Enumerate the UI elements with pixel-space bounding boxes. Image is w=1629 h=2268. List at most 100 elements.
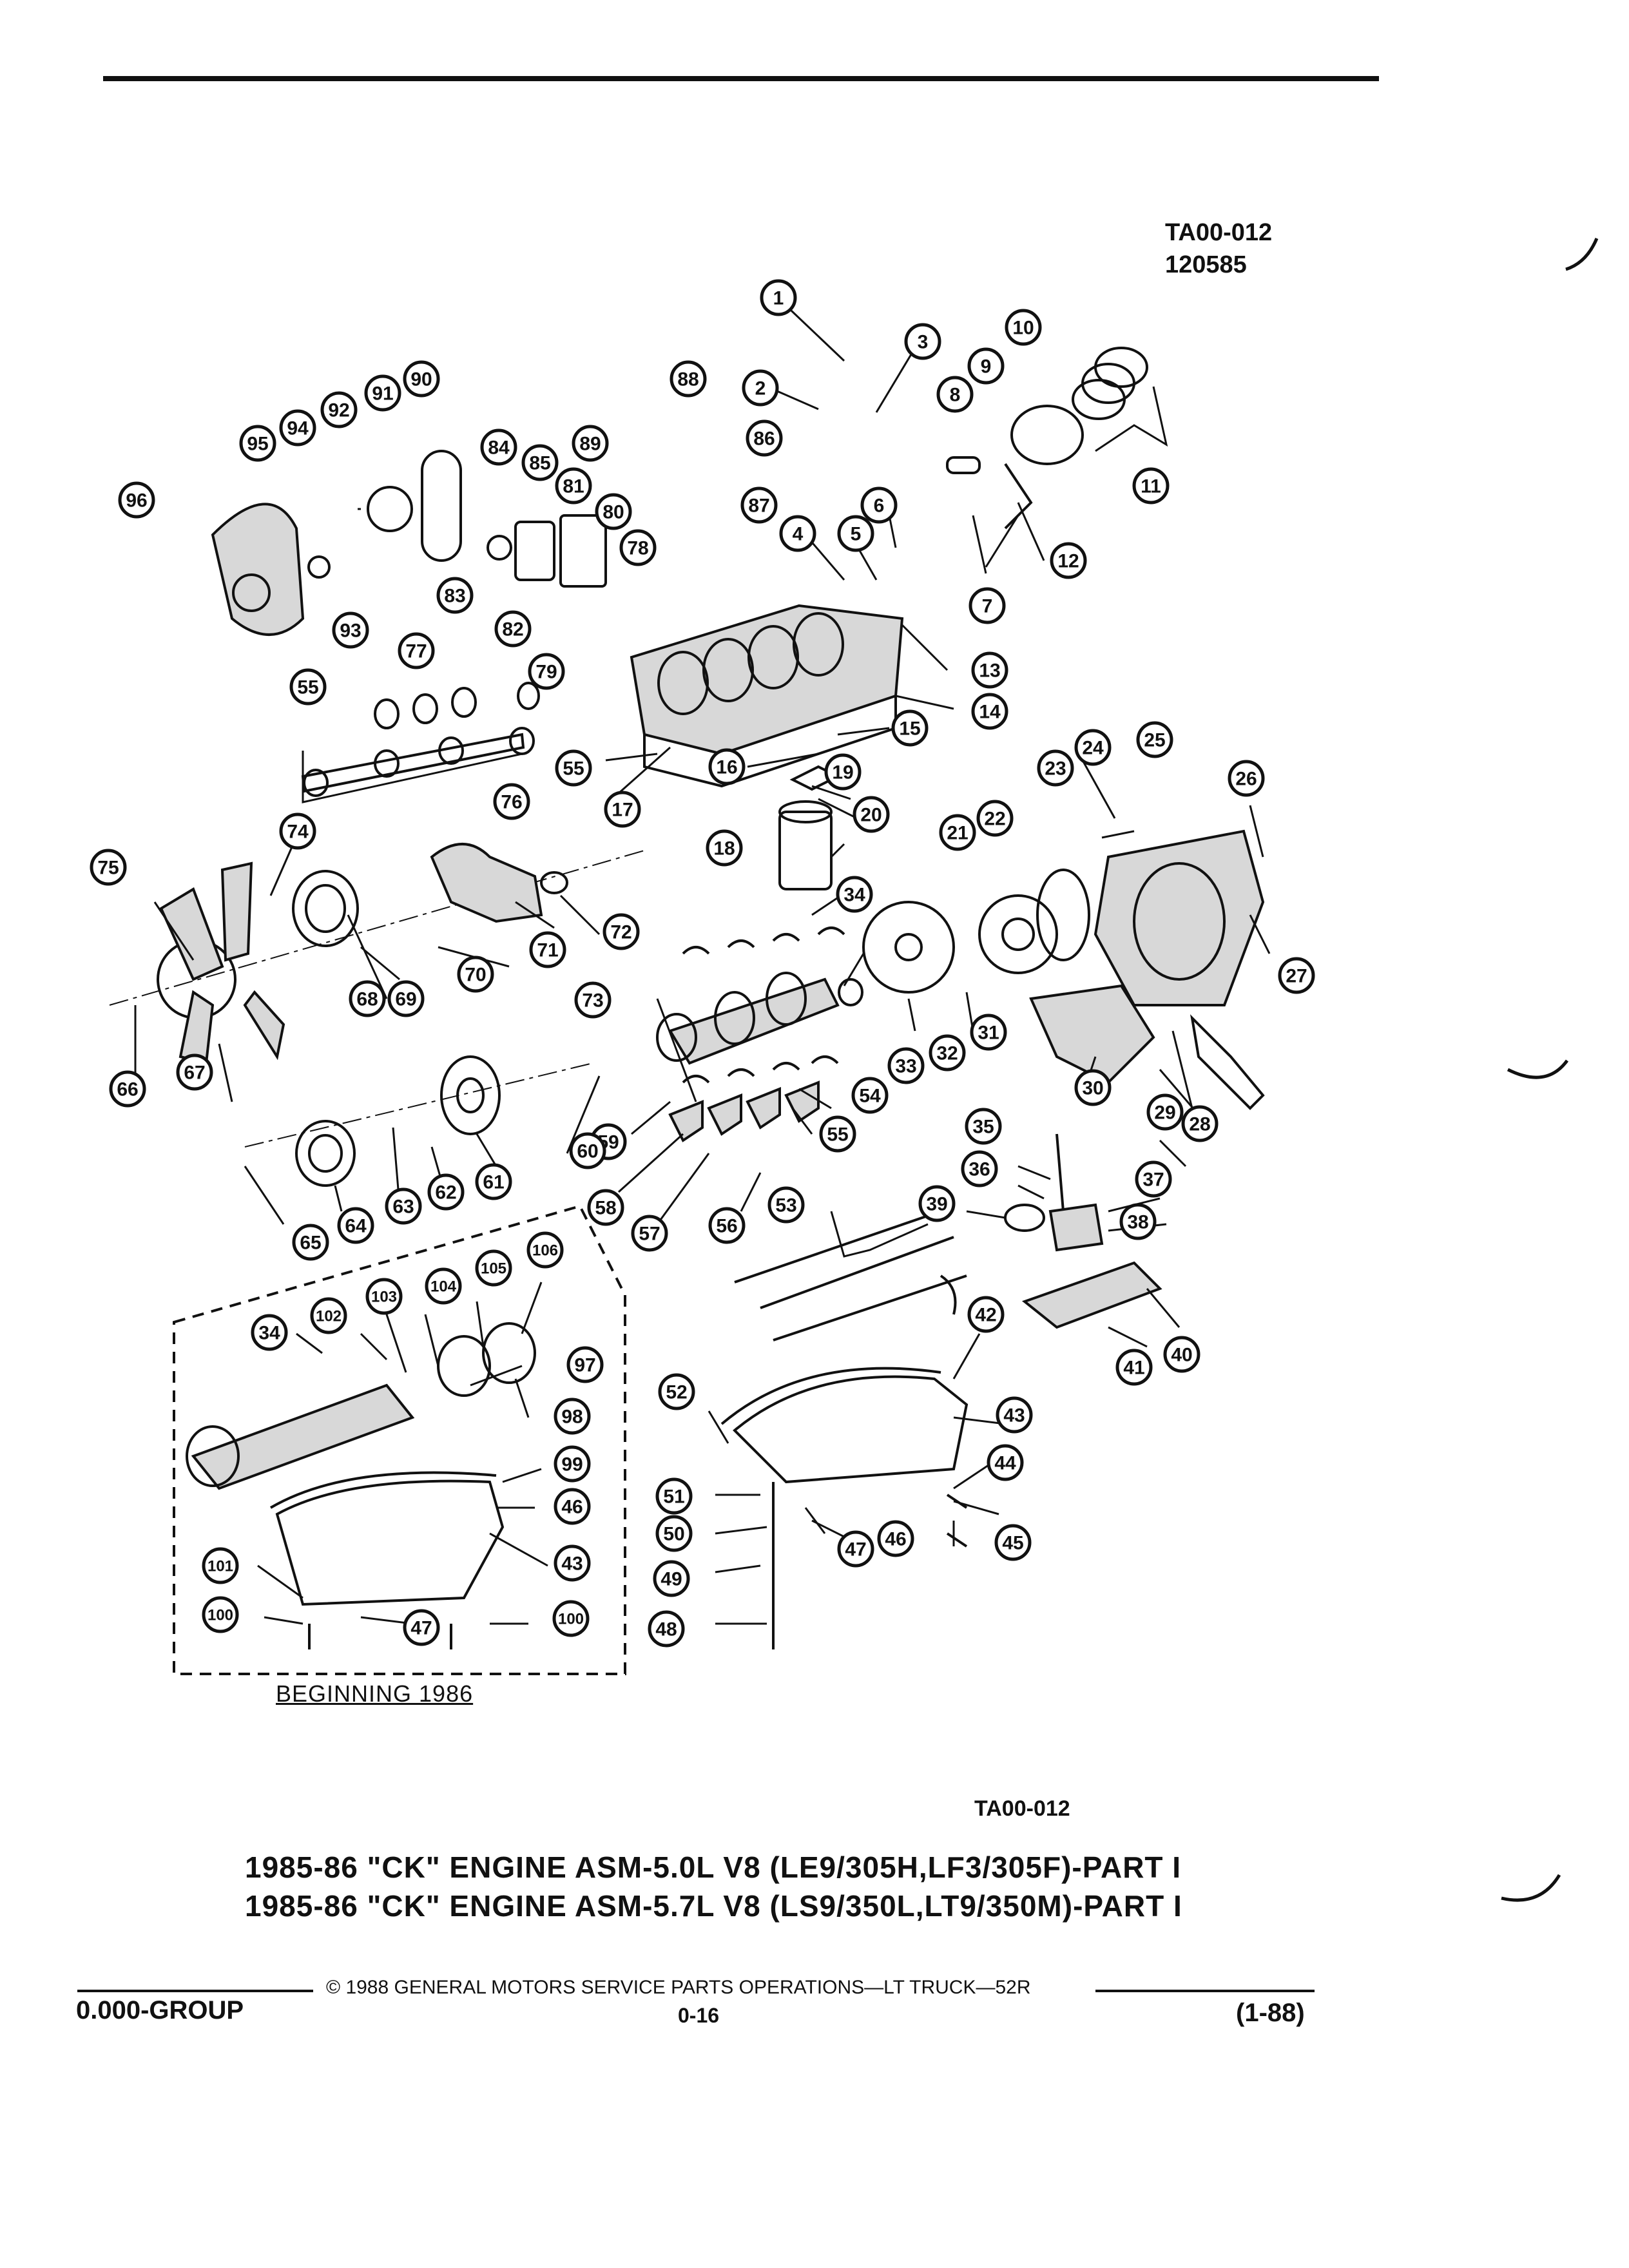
callout-number: 100 (207, 1607, 233, 1624)
callout-79: 79 (528, 653, 565, 690)
callout-24: 24 (1074, 729, 1112, 766)
callout-number: 70 (465, 965, 486, 986)
callout-43: 43 (996, 1396, 1033, 1434)
callout-35: 35 (965, 1108, 1002, 1145)
callout-number: 34 (258, 1323, 280, 1344)
callout-60: 60 (569, 1132, 606, 1169)
callout-number: 47 (410, 1618, 432, 1639)
timing-cover (211, 503, 331, 636)
crankshaft (656, 927, 863, 1084)
caption-code: TA00-012 (974, 1796, 1070, 1821)
caption-title: 1985-86 "CK" ENGINE ASM-5.0L V8 (LE9/305… (245, 1848, 1182, 1925)
callout-74: 74 (279, 812, 316, 850)
callout-number: 20 (860, 805, 882, 826)
callout-number: 66 (117, 1079, 138, 1100)
callout-13: 13 (971, 651, 1008, 689)
callout-number: 24 (1082, 738, 1104, 759)
callout-number: 92 (328, 400, 349, 421)
callout-12: 12 (1050, 542, 1087, 579)
bellhousing (1094, 829, 1265, 1006)
callout-number: 83 (444, 586, 465, 607)
copyright-line: © 1988 GENERAL MOTORS SERVICE PARTS OPER… (326, 1977, 1031, 1998)
transmission-brace (1029, 984, 1265, 1110)
callout-21: 21 (939, 814, 976, 851)
callout-number: 55 (827, 1124, 848, 1146)
callout-number: 5 (851, 524, 862, 545)
callout-34: 34 (251, 1314, 288, 1351)
callout-80: 80 (595, 493, 632, 530)
callout-number: 40 (1171, 1345, 1192, 1366)
callout-number: 78 (627, 538, 648, 559)
callout-number: 74 (287, 822, 309, 843)
callout-number: 43 (1003, 1405, 1025, 1427)
diagram-number: 120585 (1165, 251, 1247, 278)
callout-number: 1 (773, 288, 784, 309)
callout-number: 17 (612, 800, 633, 821)
callout-86: 86 (746, 419, 783, 457)
callout-32: 32 (929, 1034, 966, 1072)
callout-number: 36 (969, 1159, 990, 1180)
callout-66: 66 (109, 1070, 146, 1108)
callout-number: 87 (748, 495, 769, 517)
callout-number: 16 (716, 757, 737, 778)
callout-20: 20 (853, 796, 890, 833)
callout-number: 60 (577, 1141, 598, 1162)
callout-68: 68 (349, 980, 386, 1017)
windage-tray (1021, 1261, 1162, 1329)
callout-26: 26 (1228, 760, 1265, 797)
callout-65: 65 (292, 1224, 329, 1261)
callout-number: 7 (982, 596, 993, 617)
callout-number: 96 (126, 490, 147, 512)
callout-number: 85 (529, 453, 550, 474)
callout-number: 99 (561, 1454, 583, 1475)
callout-73: 73 (574, 981, 612, 1019)
callout-number: 82 (502, 619, 523, 640)
callout-number: 104 (430, 1278, 457, 1296)
callout-51: 51 (655, 1477, 693, 1515)
callout-101: 101 (202, 1547, 239, 1584)
callout-27: 27 (1278, 957, 1315, 994)
water-pump (430, 843, 568, 923)
callout-57: 57 (631, 1215, 668, 1252)
callout-number: 4 (793, 524, 804, 545)
callout-31: 31 (970, 1014, 1007, 1051)
callout-number: 28 (1189, 1114, 1210, 1135)
callout-7: 7 (969, 587, 1006, 624)
callout-number: 90 (410, 369, 432, 390)
callout-52: 52 (658, 1373, 695, 1410)
callout-83: 83 (436, 577, 474, 614)
callout-number: 91 (372, 383, 393, 405)
callout-19: 19 (824, 753, 862, 791)
engine-block (630, 604, 904, 788)
callout-number: 6 (874, 495, 885, 517)
callout-number: 68 (356, 989, 378, 1010)
callout-number: 55 (563, 758, 584, 780)
callout-number: 48 (655, 1619, 677, 1640)
callout-number: 61 (483, 1172, 504, 1193)
callout-3: 3 (904, 323, 941, 360)
callout-number: 89 (579, 434, 601, 455)
callout-number: 8 (950, 385, 961, 406)
callout-14: 14 (971, 693, 1008, 730)
callout-103: 103 (365, 1278, 403, 1315)
oil-pan-main (720, 1210, 969, 1484)
callout-56: 56 (708, 1207, 746, 1244)
callout-105: 105 (475, 1249, 512, 1287)
callout-number: 47 (845, 1539, 866, 1561)
callout-29: 29 (1146, 1093, 1184, 1131)
callout-number: 9 (981, 356, 992, 378)
callout-number: 39 (926, 1194, 947, 1215)
callout-number: 13 (979, 660, 1000, 682)
callout-number: 32 (936, 1043, 958, 1064)
top-rule (103, 76, 1379, 81)
callout-46: 46 (877, 1520, 914, 1557)
callout-25: 25 (1136, 721, 1173, 758)
oil-pump-pickup (1004, 1133, 1104, 1252)
callout-number: 76 (501, 792, 522, 813)
callout-number: 37 (1142, 1169, 1164, 1191)
callout-63: 63 (385, 1187, 422, 1225)
callout-50: 50 (655, 1515, 693, 1552)
callout-number: 18 (713, 838, 735, 860)
callout-67: 67 (176, 1053, 213, 1091)
